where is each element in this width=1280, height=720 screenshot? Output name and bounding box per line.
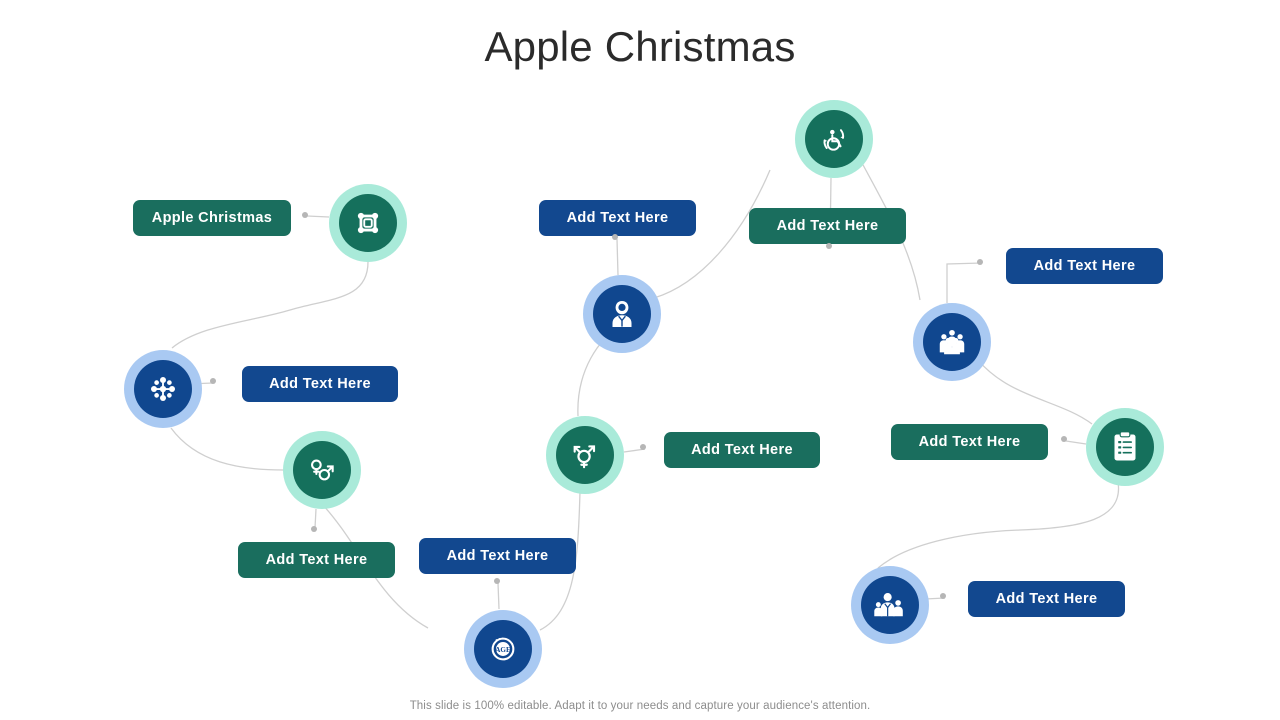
flow-connector-1: [171, 261, 369, 349]
connector-dot-1: [302, 212, 308, 218]
node-n3[interactable]: [283, 431, 361, 509]
connector-dot-5: [640, 444, 646, 450]
label-pill-l4[interactable]: Add Text Here: [419, 538, 576, 574]
label-pill-l7[interactable]: Add Text Here: [749, 208, 906, 244]
label-pill-l1[interactable]: Apple Christmas: [133, 200, 291, 236]
connector-dot-7: [826, 243, 832, 249]
label-pill-l2[interactable]: Add Text Here: [242, 366, 398, 402]
label-pill-l8[interactable]: Add Text Here: [1006, 248, 1163, 284]
node-n10[interactable]: [851, 566, 929, 644]
label-leader-6: [616, 238, 619, 276]
connector-dot-8: [977, 259, 983, 265]
node-n2[interactable]: [124, 350, 202, 428]
connector-dot-4: [494, 578, 500, 584]
node-n8[interactable]: [913, 303, 991, 381]
label-leader-4: [497, 582, 500, 610]
accessibility-icon: [805, 110, 863, 168]
label-leader-1: [306, 215, 330, 218]
svg-text:AGE: AGE: [495, 646, 511, 654]
node-n4[interactable]: AGE: [464, 610, 542, 688]
connector-dot-9: [1061, 436, 1067, 442]
flow-connector-9: [877, 481, 1120, 569]
page-title: Apple Christmas: [484, 23, 796, 70]
network-cluster-icon: [134, 360, 192, 418]
connector-dot-10: [940, 593, 946, 599]
connector-dot-3: [311, 526, 317, 532]
node-n7[interactable]: [795, 100, 873, 178]
flow-connector-8: [977, 359, 1093, 425]
people-group-icon: [923, 313, 981, 371]
label-pill-l3[interactable]: Add Text Here: [238, 542, 395, 578]
connector-dot-6: [612, 234, 618, 240]
flow-connector-2: [170, 427, 284, 471]
node-n9[interactable]: [1086, 408, 1164, 486]
node-n6[interactable]: [583, 275, 661, 353]
node-n5[interactable]: [546, 416, 624, 494]
label-leader-9: [1065, 440, 1087, 445]
businessperson-icon: [861, 576, 919, 634]
clipboard-list-icon: [1096, 418, 1154, 476]
person-profile-icon: [593, 285, 651, 343]
label-pill-l5[interactable]: Add Text Here: [664, 432, 820, 468]
gender-pair-icon: [293, 441, 351, 499]
label-pill-l9[interactable]: Add Text Here: [891, 424, 1048, 460]
label-pill-l6[interactable]: Add Text Here: [539, 200, 696, 236]
connector-dot-2: [210, 378, 216, 384]
label-leader-8: [946, 262, 983, 303]
label-leader-3: [314, 508, 317, 529]
node-n1[interactable]: [329, 184, 407, 262]
label-pill-l10[interactable]: Add Text Here: [968, 581, 1125, 617]
frame-nodes-icon: [339, 194, 397, 252]
gender-transgender-icon: [556, 426, 614, 484]
age-badge-icon: AGE: [474, 620, 532, 678]
slide-footer-note: This slide is 100% editable. Adapt it to…: [409, 700, 871, 712]
